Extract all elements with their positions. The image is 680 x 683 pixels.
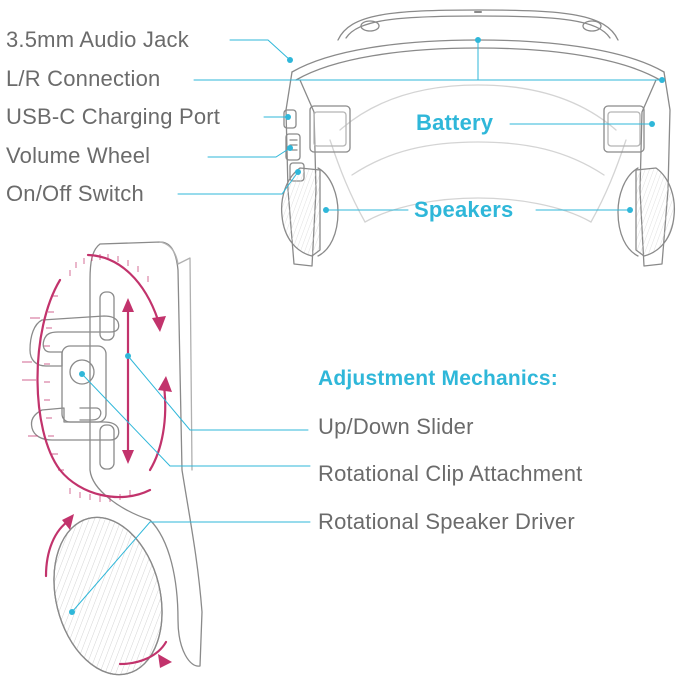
label-speakers: Speakers [414,197,514,222]
label-volume-wheel: Volume Wheel [6,143,151,168]
label-usbc-port: USB-C Charging Port [6,104,221,129]
label-onoff-switch: On/Off Switch [6,181,144,206]
label-speaker-driver: Rotational Speaker Driver [318,509,575,534]
label-battery: Battery [416,110,494,135]
leader-lines [71,39,663,613]
leader-dots [69,37,665,615]
label-audio-jack: 3.5mm Audio Jack [6,27,189,52]
headset-top-view [280,9,676,267]
earpiece-side-view [29,241,203,676]
label-clip-attachment: Rotational Clip Attachment [318,461,583,486]
label-lr-connection: L/R Connection [6,66,161,91]
label-updown-slider: Up/Down Slider [318,414,474,439]
mechanics-heading: Adjustment Mechanics: [318,367,558,390]
measurement-ticks [22,254,149,502]
rotation-arrows [36,253,172,668]
